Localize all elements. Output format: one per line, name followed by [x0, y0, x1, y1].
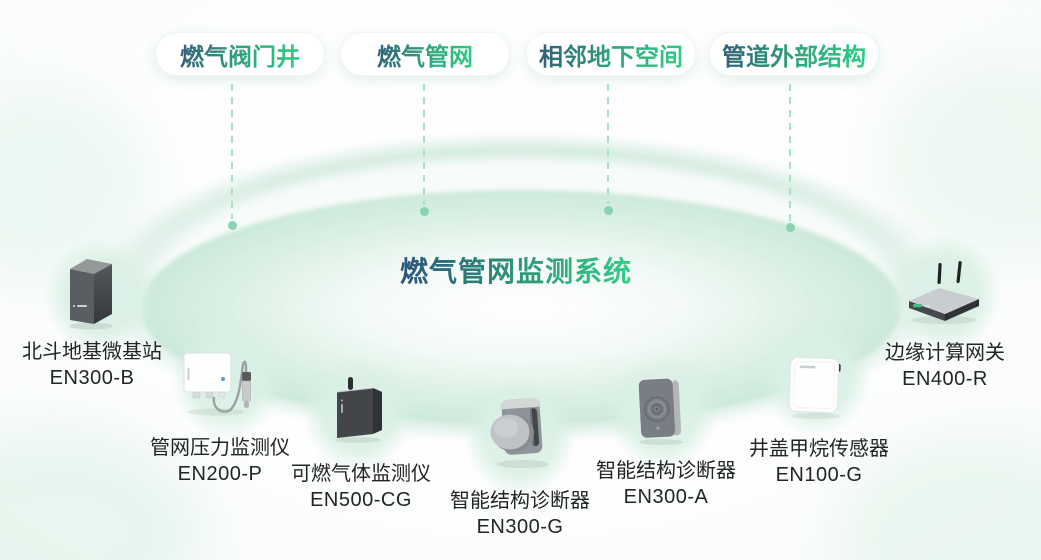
beidou-micro-base-station-icon: [69, 259, 113, 330]
device-name: 智能结构诊断器: [450, 490, 590, 512]
smart-structure-diagnoser-disc-icon: [490, 398, 549, 468]
device-model: EN100-G: [775, 464, 863, 486]
smart-structure-diagnoser-rings-icon: [638, 376, 683, 445]
combustible-gas-monitor-icon: [335, 377, 382, 443]
category-pill-label: 管道外部结构: [722, 37, 866, 72]
connector-dot: [228, 221, 237, 230]
connector-line: [789, 84, 791, 221]
device-model: EN300-A: [623, 486, 709, 508]
category-pill-valve-well: 燃气阀门井: [155, 32, 325, 76]
category-pill-pipe-structure: 管道外部结构: [709, 32, 879, 76]
category-pill-pipe-network: 燃气管网: [340, 32, 510, 76]
device-label: 管网压力监测仪 EN200-P: [110, 435, 330, 487]
device-name: 边缘计算网关: [885, 342, 1005, 364]
category-pill-label: 相邻地下空间: [539, 37, 683, 72]
manhole-methane-sensor-icon: [788, 356, 841, 419]
device-label: 井盖甲烷传感器 EN100-G: [709, 436, 929, 488]
device-name: 智能结构诊断器: [596, 460, 736, 482]
connector-dot: [786, 223, 795, 232]
device-model: EN300-B: [49, 367, 135, 389]
device-model: EN200-P: [177, 463, 263, 485]
connector-line: [607, 84, 609, 204]
system-title: 燃气管网监测系统: [400, 250, 632, 290]
device-model: EN300-G: [476, 516, 564, 538]
device-label: 边缘计算网关 EN400-R: [835, 340, 1041, 392]
device-model: EN400-R: [902, 368, 988, 390]
edge-computing-gateway-icon: [908, 261, 980, 324]
device-model: EN500-CG: [310, 489, 412, 511]
device-label: 智能结构诊断器 EN300-A: [556, 458, 776, 510]
device-name: 北斗地基微基站: [22, 341, 162, 363]
device-label: 可燃气体监测仪 EN500-CG: [251, 461, 471, 513]
device-name: 井盖甲烷传感器: [749, 438, 889, 460]
device-label: 智能结构诊断器 EN300-G: [410, 488, 630, 540]
connector-dot: [604, 206, 613, 215]
category-pill-label: 燃气管网: [377, 37, 473, 72]
device-name: 可燃气体监测仪: [291, 463, 431, 485]
connector-line: [231, 84, 233, 219]
connector-dot: [420, 207, 429, 216]
category-pill-underground-space: 相邻地下空间: [526, 32, 696, 76]
device-name: 管网压力监测仪: [150, 437, 290, 459]
connector-line: [423, 84, 425, 205]
device-label: 北斗地基微基站 EN300-B: [0, 339, 202, 391]
pipeline-pressure-monitor-icon: [183, 352, 251, 416]
category-pill-label: 燃气阀门井: [180, 37, 300, 72]
